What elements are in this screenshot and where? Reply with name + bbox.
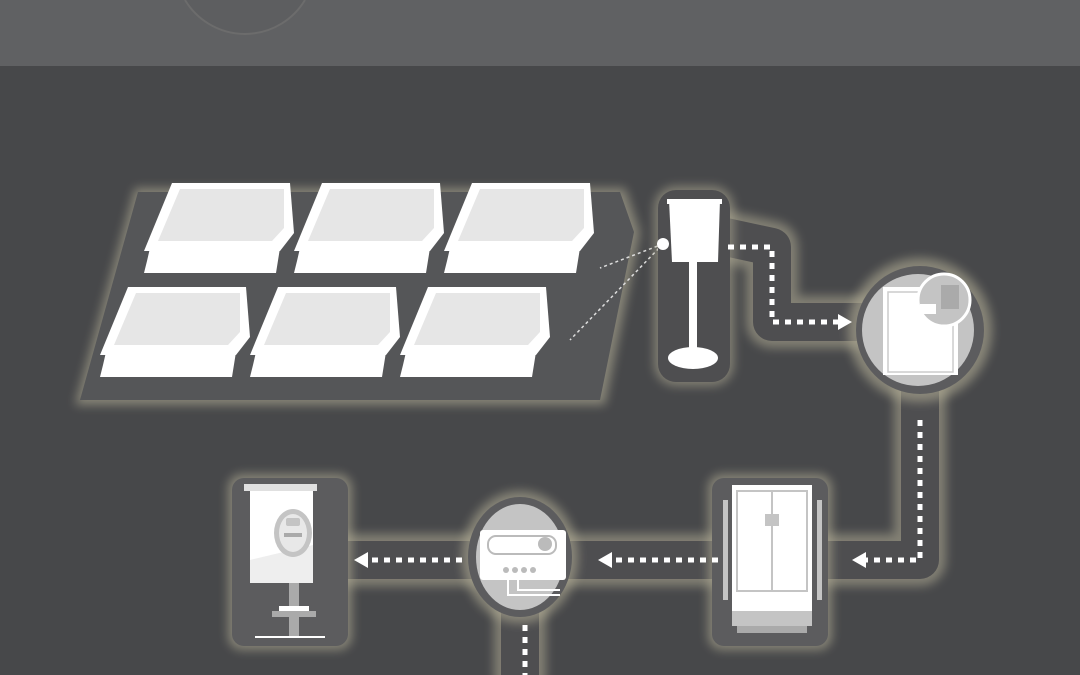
arrow-left-icon bbox=[852, 552, 866, 568]
arrow-left-icon bbox=[598, 552, 612, 568]
solar-panel-icon bbox=[400, 287, 550, 377]
charge-controller-icon bbox=[462, 491, 578, 623]
arrow-left-icon bbox=[354, 552, 368, 568]
combiner-box-icon bbox=[654, 186, 734, 386]
wire bbox=[599, 243, 664, 269]
solar-panel-icon bbox=[444, 183, 594, 273]
arrowheads bbox=[354, 314, 866, 568]
top-circle-decoration bbox=[184, 0, 306, 35]
header-band bbox=[0, 0, 1080, 66]
inverter-icon bbox=[848, 258, 992, 402]
battery-cabinet-icon bbox=[708, 474, 832, 650]
solar-array bbox=[75, 183, 664, 405]
electric-meter-icon bbox=[228, 474, 352, 650]
wire bbox=[569, 243, 664, 341]
solar-panel-icon bbox=[250, 287, 400, 377]
solar-panel-icon bbox=[144, 183, 294, 273]
solar-panel-icon bbox=[100, 287, 250, 377]
solar-panel-icon bbox=[294, 183, 444, 273]
power-flow-lines bbox=[368, 244, 923, 675]
arrow-right-icon bbox=[838, 314, 852, 330]
